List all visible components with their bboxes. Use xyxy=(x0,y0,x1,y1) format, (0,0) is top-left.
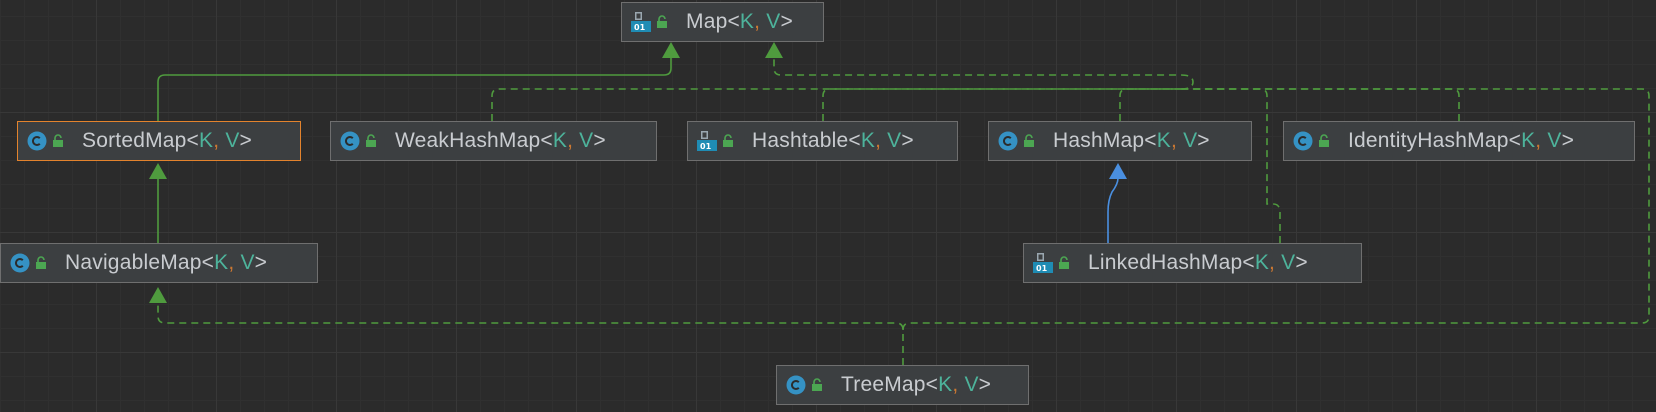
lock-icon xyxy=(1056,252,1072,274)
edge-hashtable-map xyxy=(822,88,1181,121)
lock-icon xyxy=(1316,130,1332,152)
svg-text:01: 01 xyxy=(1036,264,1048,273)
class-icon xyxy=(997,130,1019,152)
lock-icon xyxy=(809,374,825,396)
edge-sortedmap-map xyxy=(157,56,672,121)
class-icon xyxy=(1292,130,1314,152)
edge-weakhashmap-map xyxy=(491,88,1181,121)
edge-linkedhashmap-hashmap xyxy=(1107,177,1119,243)
class-label: WeakHashMap<K, V> xyxy=(395,129,606,152)
inheritance-arrow-map-left xyxy=(662,42,680,58)
edge-bus-map xyxy=(773,56,1194,90)
edge-linkedhashmap-map xyxy=(1181,88,1281,243)
class-label: Map<K, V> xyxy=(686,10,793,33)
class-node-weakhashmap[interactable]: WeakHashMap<K, V> xyxy=(330,121,657,161)
lock-icon xyxy=(33,252,49,274)
class-node-identityhashmap[interactable]: IdentityHashMap<K, V> xyxy=(1283,121,1635,161)
svg-text:01: 01 xyxy=(700,142,712,151)
inheritance-arrow-map-right xyxy=(765,42,783,58)
edge-treemap-navigablemap xyxy=(157,302,904,365)
class-icon xyxy=(785,374,807,396)
interface-icon: 01 xyxy=(1032,252,1054,274)
class-node-map[interactable]: 01 Map<K, V> xyxy=(621,2,824,42)
edge-identityhashmap-map xyxy=(1181,88,1460,121)
inheritance-arrow-hashmap xyxy=(1109,163,1127,179)
class-label: NavigableMap<K, V> xyxy=(65,251,268,274)
lock-icon xyxy=(50,130,66,152)
class-label: LinkedHashMap<K, V> xyxy=(1088,251,1308,274)
class-node-hashtable[interactable]: 01 Hashtable<K, V> xyxy=(687,121,958,161)
edge-hashmap-map xyxy=(1119,88,1181,121)
lock-icon xyxy=(654,11,670,33)
svg-text:01: 01 xyxy=(634,23,646,32)
class-label: HashMap<K, V> xyxy=(1053,129,1210,152)
interface-icon: 01 xyxy=(630,11,652,33)
class-label: Hashtable<K, V> xyxy=(752,129,914,152)
edge-treemap-map xyxy=(902,88,1650,331)
class-node-linkedhashmap[interactable]: 01 LinkedHashMap<K, V> xyxy=(1023,243,1362,283)
class-node-navigablemap[interactable]: NavigableMap<K, V> xyxy=(0,243,318,283)
inheritance-arrow-navigablemap xyxy=(149,287,167,303)
inheritance-arrow-sortedmap xyxy=(149,163,167,179)
lock-icon xyxy=(363,130,379,152)
class-node-treemap[interactable]: TreeMap<K, V> xyxy=(776,365,1029,405)
class-icon xyxy=(339,130,361,152)
class-node-hashmap[interactable]: HashMap<K, V> xyxy=(988,121,1252,161)
lock-icon xyxy=(1021,130,1037,152)
class-label: SortedMap<K, V> xyxy=(82,129,252,152)
lock-icon xyxy=(720,130,736,152)
class-label: IdentityHashMap<K, V> xyxy=(1348,129,1575,152)
class-label: TreeMap<K, V> xyxy=(841,373,992,396)
class-icon xyxy=(26,130,48,152)
class-node-sortedmap[interactable]: SortedMap<K, V> xyxy=(17,121,301,161)
class-icon xyxy=(9,252,31,274)
interface-icon: 01 xyxy=(696,130,718,152)
